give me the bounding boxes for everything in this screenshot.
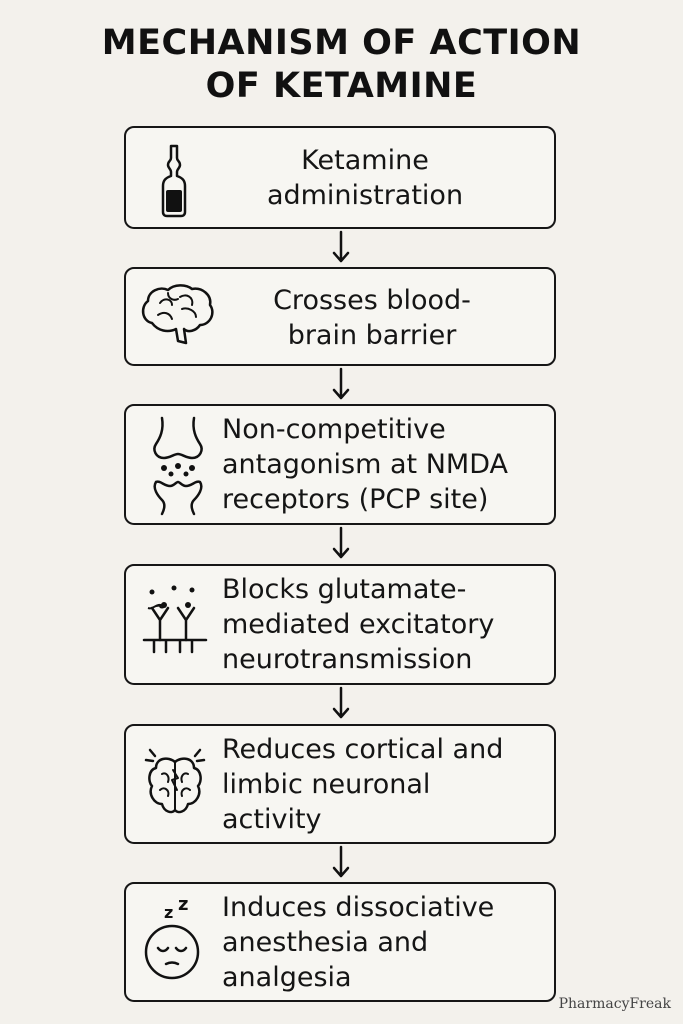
watermark: PharmacyFreak bbox=[558, 996, 671, 1012]
step-2-line-1: Crosses blood- bbox=[273, 285, 471, 316]
brain-icon bbox=[138, 283, 216, 351]
vial-icon bbox=[154, 142, 194, 218]
step-6-line-1: Induces dissociative bbox=[222, 892, 495, 923]
step-box-2: Crosses blood- brain barrier bbox=[124, 267, 556, 366]
svg-text:z: z bbox=[164, 903, 173, 922]
flow-arrow-5 bbox=[331, 845, 351, 879]
step-4-line-2: mediated excitatory bbox=[222, 609, 495, 640]
step-text-5: Reduces cortical and limbic neuronal act… bbox=[222, 732, 503, 837]
flow-arrow-3 bbox=[331, 526, 351, 560]
step-3-line-1: Non-competitive bbox=[222, 414, 446, 445]
flow-arrow-4 bbox=[331, 686, 351, 720]
receptor-icon bbox=[142, 584, 208, 656]
step-4-line-3: neurotransmission bbox=[222, 644, 473, 675]
step-6-line-2: anesthesia and bbox=[222, 927, 429, 958]
active-brain-icon bbox=[142, 746, 208, 820]
step-4-line-1: Blocks glutamate- bbox=[222, 574, 467, 605]
step-text-3: Non-competitive antagonism at NMDA recep… bbox=[222, 412, 508, 517]
sleeping-face-icon: z z bbox=[142, 898, 214, 982]
step-6-line-3: analgesia bbox=[222, 962, 352, 993]
step-text-4: Blocks glutamate- mediated excitatory ne… bbox=[222, 572, 494, 677]
step-box-5: Reduces cortical and limbic neuronal act… bbox=[124, 724, 556, 844]
step-box-1: Ketamine administration bbox=[124, 126, 556, 229]
flow-arrow-2 bbox=[331, 367, 351, 401]
step-text-1: Ketamine administration bbox=[126, 143, 554, 213]
step-text-2: Crosses blood- brain barrier bbox=[126, 283, 554, 353]
step-3-line-3: receptors (PCP site) bbox=[222, 484, 489, 515]
step-2-line-2: brain barrier bbox=[287, 320, 457, 351]
title-line-2: OF KETAMINE bbox=[205, 66, 478, 106]
svg-text:z: z bbox=[178, 898, 188, 915]
step-5-line-1: Reduces cortical and bbox=[222, 734, 504, 765]
synapse-icon bbox=[150, 416, 206, 516]
step-box-6: z z Induces dissociative anesthesia and … bbox=[124, 882, 556, 1002]
step-box-3: Non-competitive antagonism at NMDA recep… bbox=[124, 404, 556, 525]
step-text-6: Induces dissociative anesthesia and anal… bbox=[222, 890, 494, 995]
step-5-line-2: limbic neuronal bbox=[222, 769, 431, 800]
step-1-line-2: administration bbox=[266, 180, 464, 211]
flow-arrow-1 bbox=[331, 230, 351, 264]
diagram-title: MECHANISM OF ACTION OF KETAMINE bbox=[0, 22, 683, 108]
step-3-line-2: antagonism at NMDA bbox=[222, 449, 509, 480]
step-box-4: Blocks glutamate- mediated excitatory ne… bbox=[124, 564, 556, 685]
title-line-1: MECHANISM OF ACTION bbox=[101, 23, 582, 63]
step-5-line-3: activity bbox=[222, 804, 322, 835]
step-1-line-1: Ketamine bbox=[301, 145, 429, 176]
